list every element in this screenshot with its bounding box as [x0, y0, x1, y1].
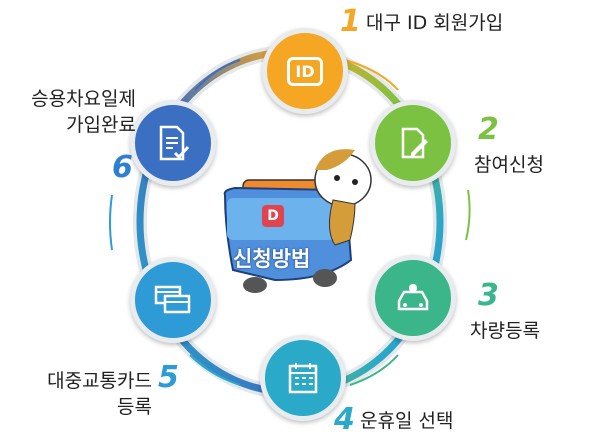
car-icon — [397, 284, 429, 311]
arrow — [465, 189, 471, 241]
step-4-label: 운휴일 선택 — [360, 410, 454, 432]
step-2-number: 2 — [478, 112, 499, 147]
arrow — [194, 59, 241, 91]
step-2-label: 참여신청 — [474, 154, 544, 176]
step-3-number: 3 — [478, 278, 499, 313]
step-6-label-line1: 승용차요일제 — [31, 88, 136, 110]
step-1-node: ID — [262, 28, 348, 114]
step-5-label-line2: 등록 — [117, 396, 152, 418]
checklist-icon — [159, 125, 190, 161]
arrow — [349, 354, 399, 386]
calendar-icon — [288, 363, 318, 394]
step-6-number: 6 — [112, 150, 133, 185]
center-title: 신청방법 — [233, 247, 311, 271]
arrow — [344, 59, 399, 91]
document-pen-icon — [401, 127, 428, 159]
id-icon: ID — [287, 56, 323, 86]
step-1-label: 대구 ID 회원가입 — [366, 12, 504, 34]
step-4-node — [260, 335, 346, 421]
step-3-label: 차량등록 — [470, 320, 540, 342]
step-3-node — [370, 255, 456, 341]
daegu-id-badge: D — [262, 205, 284, 227]
step-6-label-line2: 가입완료 — [66, 114, 136, 136]
bus-illustration — [223, 149, 372, 293]
step-6-node — [130, 100, 216, 186]
center-mascot-bus: D 신청방법 — [215, 140, 375, 300]
step-5-node — [130, 257, 216, 343]
step-5-label-line1: 대중교통카드 — [47, 370, 152, 392]
step-5-number: 5 — [158, 360, 179, 395]
arrow — [109, 194, 113, 251]
step-2-node — [370, 100, 456, 186]
step-1-number: 1 — [340, 4, 361, 39]
arrow — [189, 354, 241, 386]
step-4-number: 4 — [334, 402, 355, 437]
cards-icon — [154, 285, 191, 314]
